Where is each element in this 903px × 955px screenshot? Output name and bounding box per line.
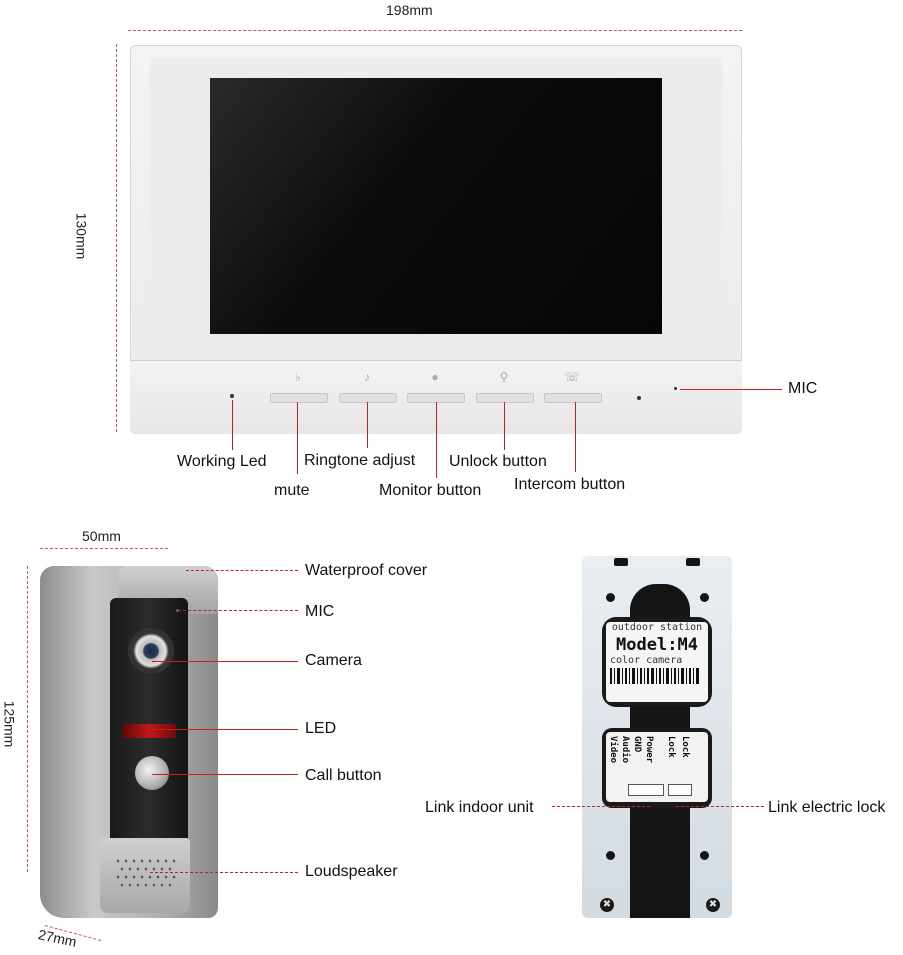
ringtone-icon: ♪ bbox=[364, 370, 370, 384]
monitor-button-callout-line bbox=[436, 402, 437, 478]
led-callout-line bbox=[150, 729, 298, 730]
model-label-header: outdoor station bbox=[611, 622, 703, 633]
link-electric-lock-callout-line bbox=[676, 806, 764, 807]
ringtone-adjust-callout-line bbox=[367, 402, 368, 448]
ringtone-adjust-callout-label: Ringtone adjust bbox=[304, 452, 416, 469]
unlock-button-callout-label: Unlock button bbox=[449, 453, 547, 470]
monitor-screen bbox=[210, 78, 662, 334]
doorbell-mic-hole bbox=[176, 609, 179, 612]
mute-callout-label: mute bbox=[274, 482, 310, 499]
call-button-callout-line bbox=[152, 774, 298, 775]
monitor-mic-dot-side bbox=[674, 387, 677, 390]
monitor-width-label: 198mm bbox=[386, 2, 433, 18]
terminal-connector-left bbox=[628, 784, 664, 796]
led-callout-label: LED bbox=[305, 720, 337, 737]
loudspeaker-callout-label: Loudspeaker bbox=[305, 863, 398, 880]
bottom-screw-left: ✖ bbox=[600, 898, 614, 912]
monitor-mic-dot bbox=[637, 396, 641, 400]
terminal-gnd: GND bbox=[632, 736, 642, 753]
camera-callout-line bbox=[152, 661, 298, 662]
doorbell-speaker-grille bbox=[100, 838, 190, 913]
waterproof-cover-callout-label: Waterproof cover bbox=[305, 562, 428, 579]
terminal-video: Video bbox=[608, 736, 618, 764]
loudspeaker-holes bbox=[116, 859, 176, 887]
monitor-width-dimension-line bbox=[128, 30, 742, 31]
screw-hole-top-left bbox=[606, 593, 615, 602]
call-button-callout-label: Call button bbox=[305, 767, 382, 784]
intercom-button[interactable] bbox=[544, 393, 602, 403]
waterproof-cover-callout-line bbox=[186, 570, 298, 571]
screw-hole-top-right bbox=[700, 593, 709, 602]
mic-callout-line bbox=[680, 389, 782, 390]
doorbell-depth-label: 27mm bbox=[36, 926, 79, 950]
mute-button[interactable] bbox=[270, 393, 328, 403]
link-electric-lock-callout-label: Link electric lock bbox=[768, 799, 886, 816]
doorbell-mic-callout-line bbox=[178, 610, 298, 611]
screw-hole-bottom-left bbox=[606, 851, 615, 860]
monitor-height-dimension-line bbox=[116, 44, 117, 432]
doorbell-width-dimension-line bbox=[40, 548, 168, 549]
working-led-callout-label: Working Led bbox=[177, 453, 267, 470]
mute-icon: ♭ bbox=[295, 370, 301, 384]
doorbell-height-label: 125mm bbox=[1, 700, 18, 748]
screw-hole-bottom-right bbox=[700, 851, 709, 860]
top-slot-right bbox=[686, 558, 700, 566]
mute-callout-line bbox=[297, 402, 298, 474]
terminal-lock-2: Lock bbox=[680, 736, 690, 758]
intercom-icon: ☏ bbox=[564, 370, 580, 384]
terminal-audio: Audio bbox=[620, 736, 630, 764]
doorbell-height-dimension-line bbox=[27, 566, 28, 872]
working-led-dot bbox=[230, 394, 234, 398]
monitor-height-label: 130mm bbox=[73, 212, 90, 260]
barcode bbox=[610, 668, 699, 684]
monitor-icon: ● bbox=[431, 370, 439, 384]
unlock-button-callout-line bbox=[504, 402, 505, 450]
terminal-label: Video Audio GND Power Lock Lock bbox=[606, 732, 708, 802]
terminal-power: Power bbox=[644, 736, 654, 764]
camera-callout-label: Camera bbox=[305, 652, 362, 669]
doorbell-mic-callout-label: MIC bbox=[305, 603, 335, 620]
link-indoor-unit-callout-line bbox=[552, 806, 650, 807]
model-label-model: Model:M4 bbox=[616, 635, 698, 655]
mic-callout-label: MIC bbox=[788, 380, 818, 397]
doorbell-led bbox=[122, 724, 176, 738]
ringtone-adjust-button[interactable] bbox=[339, 393, 397, 403]
top-slot-left bbox=[614, 558, 628, 566]
doorbell-width-label: 50mm bbox=[82, 528, 121, 544]
model-label: outdoor station Model:M4 color camera bbox=[606, 622, 708, 702]
working-led-callout-line bbox=[232, 400, 233, 450]
loudspeaker-callout-line bbox=[150, 872, 298, 873]
link-indoor-unit-callout-label: Link indoor unit bbox=[425, 799, 534, 816]
model-label-sub: color camera bbox=[610, 655, 683, 666]
terminal-lock-1: Lock bbox=[666, 736, 676, 758]
doorbell-camera bbox=[128, 628, 174, 674]
intercom-button-callout-line bbox=[575, 402, 576, 472]
unlock-icon: ⚲ bbox=[499, 370, 509, 384]
bottom-screw-right: ✖ bbox=[706, 898, 720, 912]
terminal-connector-right bbox=[668, 784, 692, 796]
unlock-button[interactable] bbox=[476, 393, 534, 403]
doorbell-call-button[interactable] bbox=[135, 756, 169, 790]
monitor-button-callout-label: Monitor button bbox=[379, 482, 482, 499]
intercom-button-callout-label: Intercom button bbox=[514, 476, 626, 493]
